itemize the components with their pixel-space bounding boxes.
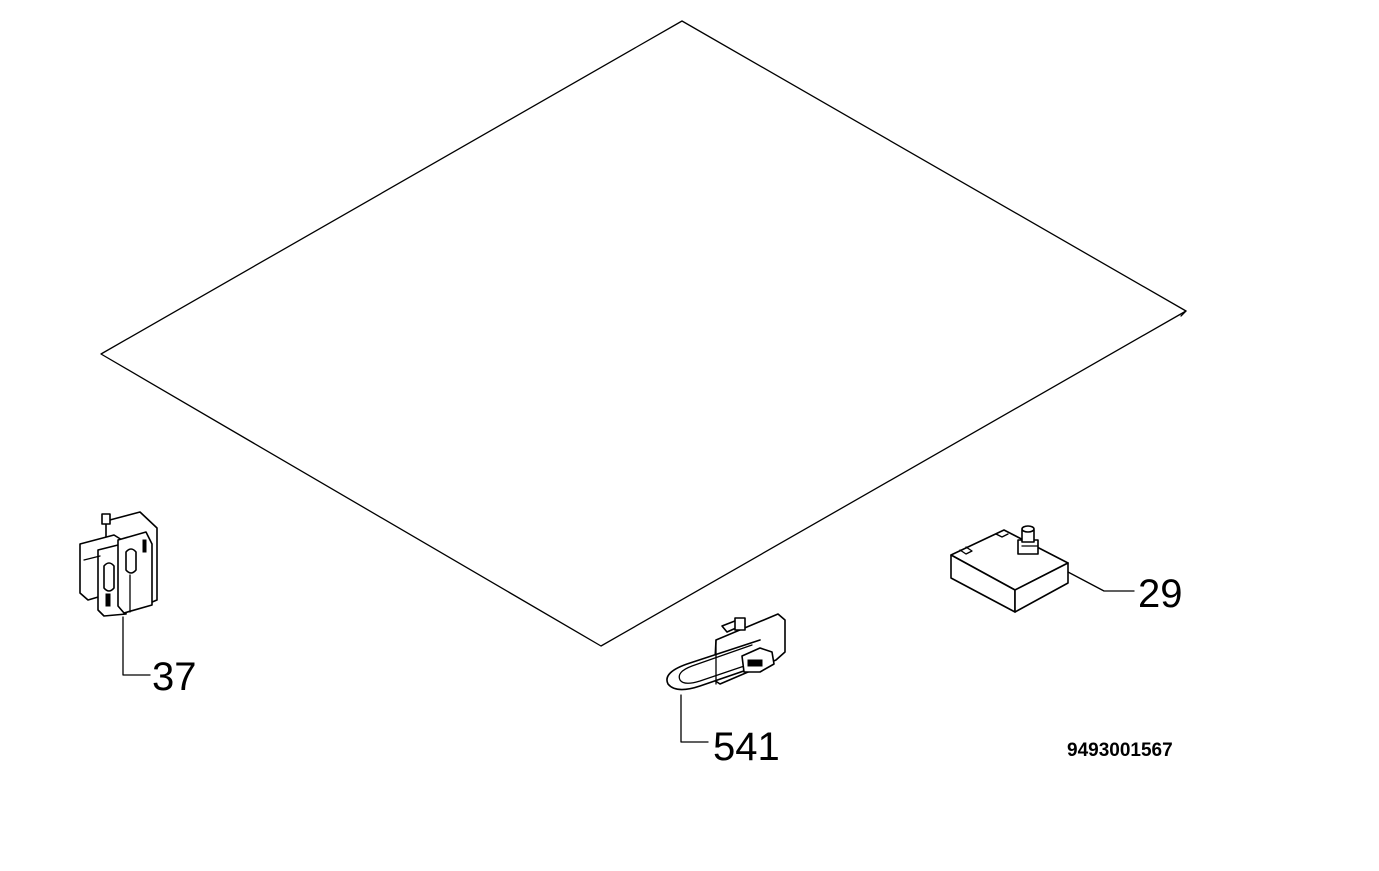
callout-label-29: 29	[1138, 572, 1183, 616]
reference-number: 9493001567	[1067, 740, 1173, 761]
part-29-switch-block	[950, 525, 1069, 613]
callout-label-541: 541	[713, 725, 780, 769]
callout-label-37: 37	[152, 655, 197, 699]
leader-line-29	[1067, 571, 1135, 592]
panel-sheet	[100, 20, 1187, 647]
leader-line-541	[680, 694, 709, 743]
leader-line-37	[122, 616, 151, 676]
part-37-clip	[79, 511, 158, 617]
part-541-hinge-clip	[666, 613, 786, 691]
